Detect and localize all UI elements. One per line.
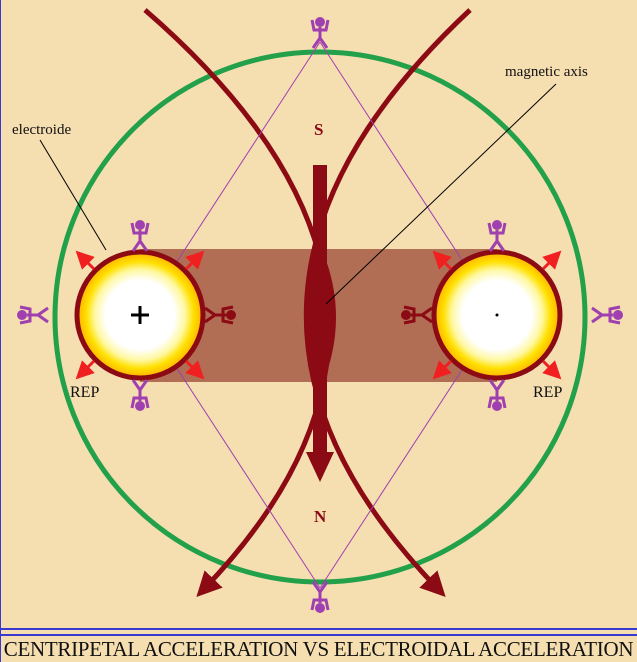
orbit-circle	[52, 49, 588, 585]
electroide-left	[74, 249, 206, 381]
diagram-caption: CENTRIPETAL ACCELERATION VS ELECTROIDAL …	[0, 634, 637, 662]
rep-label-right: REP	[533, 384, 562, 401]
purple-force-lines	[149, 41, 491, 589]
electroide-right	[431, 249, 563, 381]
south-pole-label: S	[314, 120, 323, 139]
magnetic-axis-pointer	[325, 83, 557, 305]
electroide-label: electroide	[12, 122, 71, 138]
caption-divider	[0, 628, 637, 630]
rep-label-left: REP	[70, 384, 99, 401]
magnetic-axis-label: magnetic axis	[505, 64, 588, 80]
north-pole-label: N	[314, 507, 327, 526]
repulsion-arrows	[75, 250, 562, 380]
dot-icon	[495, 313, 499, 317]
plus-icon	[131, 306, 149, 324]
electroide-pointer	[39, 139, 107, 251]
magnet-axis	[304, 165, 336, 482]
electroide-diagram: electroide magnetic axis S N REP REP	[12, 8, 625, 615]
frame-border	[0, 0, 1, 662]
